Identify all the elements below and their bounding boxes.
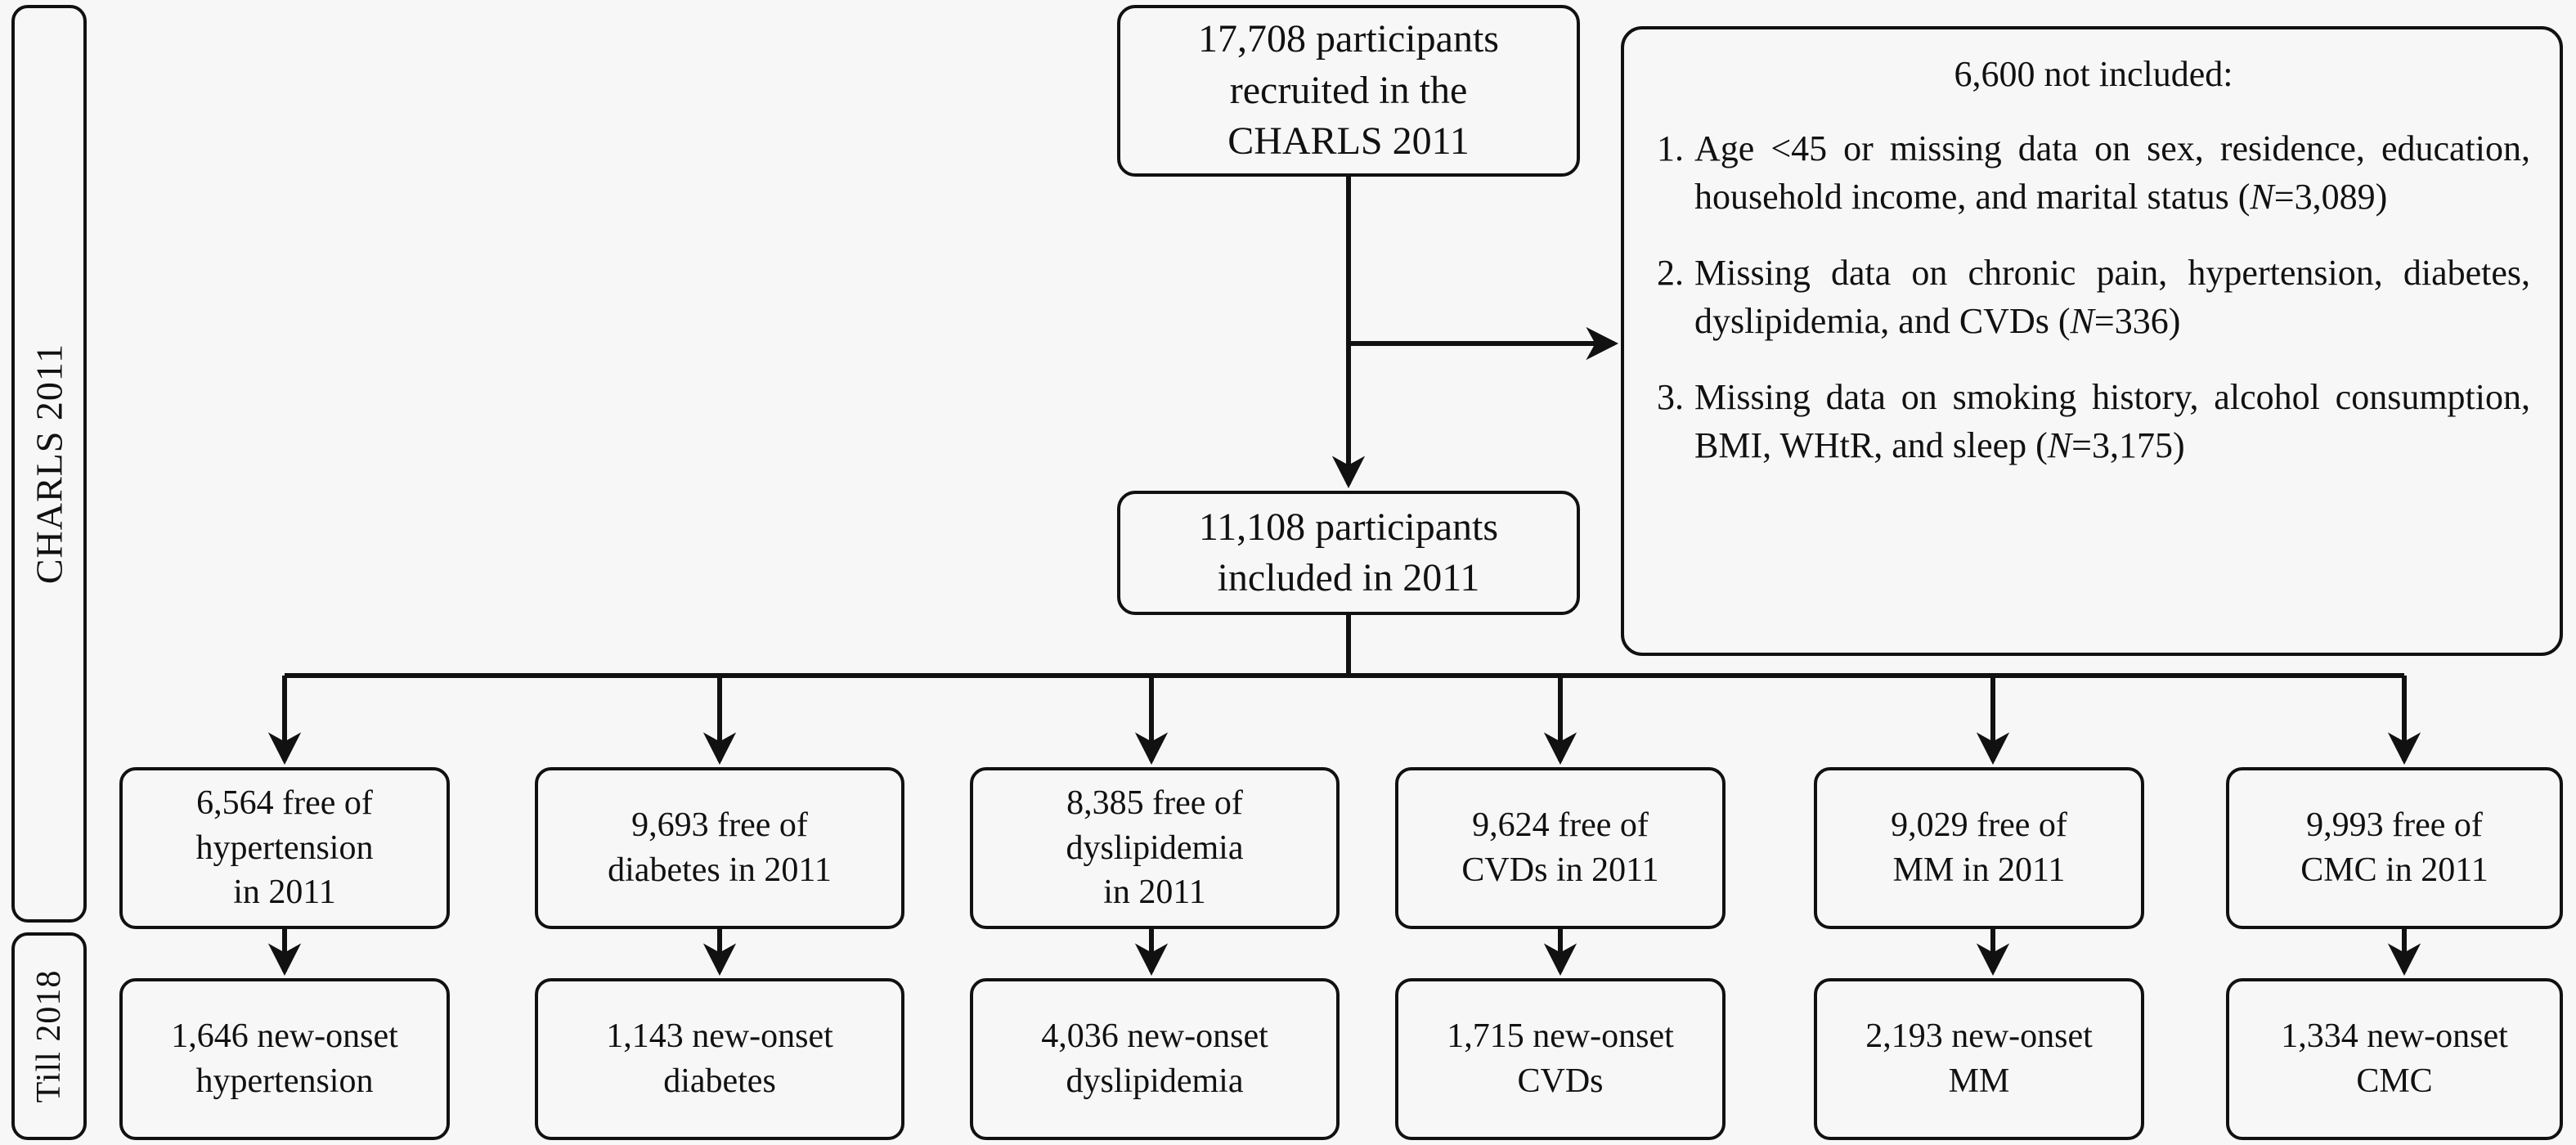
node-outcome-mm: 2,193 new-onset MM: [1814, 978, 2144, 1140]
exclusion-heading: 6,600 not included:: [1954, 54, 2233, 94]
exclusion-item: 3. Missing data on smoking history, alco…: [1657, 374, 2530, 470]
node-outcome-cvds: 1,715 new-onset CVDs: [1395, 978, 1726, 1140]
node-outcome-cmc: 1,334 new-onset CMC: [2226, 978, 2563, 1140]
node-outcome-hypertension-label: 1,646 new-onset hypertension: [171, 1017, 398, 1100]
exclusion-item-text: Missing data on smoking history, alcohol…: [1694, 374, 2530, 470]
node-baseline-hypertension-label: 6,564 free of hypertension in 2011: [195, 784, 374, 912]
node-baseline-dyslipidemia: 8,385 free of dyslipidemia in 2011: [970, 767, 1340, 929]
exclusion-item-n-symbol: N: [2250, 177, 2274, 218]
exclusion-item-text-main: Missing data on chronic pain, hypertensi…: [1694, 253, 2530, 342]
node-outcome-cvds-label: 1,715 new-onset CVDs: [1447, 1017, 1674, 1100]
exclusion-item-text-main: Age <45 or missing data on sex, residenc…: [1694, 128, 2530, 218]
node-baseline-cmc: 9,993 free of CMC in 2011: [2226, 767, 2563, 929]
exclusion-item: 1. Age <45 or missing data on sex, resid…: [1657, 125, 2530, 222]
node-outcome-mm-label: 2,193 new-onset MM: [1865, 1017, 2093, 1100]
node-included-participants: 11,108 participants included in 2011: [1117, 491, 1580, 615]
node-exclusion-criteria: 6,600 not included: 1. Age <45 or missin…: [1621, 26, 2563, 656]
node-baseline-cvds: 9,624 free of CVDs in 2011: [1395, 767, 1726, 929]
node-recruited-participants-label: 17,708 participants recruited in the CHA…: [1198, 17, 1499, 164]
node-outcome-hypertension: 1,646 new-onset hypertension: [119, 978, 450, 1140]
node-outcome-dyslipidemia-label: 4,036 new-onset dyslipidemia: [1041, 1017, 1268, 1100]
exclusion-item-count: =336): [2094, 301, 2181, 342]
node-outcome-diabetes-label: 1,143 new-onset diabetes: [606, 1017, 833, 1100]
node-outcome-diabetes: 1,143 new-onset diabetes: [535, 978, 904, 1140]
node-baseline-mm: 9,029 free of MM in 2011: [1814, 767, 2144, 929]
node-baseline-diabetes-label: 9,693 free of diabetes in 2011: [608, 806, 832, 889]
node-outcome-cmc-label: 1,334 new-onset CMC: [2281, 1017, 2508, 1100]
phase-rail-till-2018: Till 2018: [11, 932, 87, 1140]
exclusion-item-count: =3,175): [2071, 424, 2185, 465]
node-outcome-dyslipidemia: 4,036 new-onset dyslipidemia: [970, 978, 1340, 1140]
exclusion-item-text-main: Missing data on smoking history, alcohol…: [1694, 377, 2530, 465]
phase-rail-till-2018-label: Till 2018: [30, 969, 68, 1103]
exclusion-item-number: 1.: [1657, 128, 1684, 169]
node-included-participants-label: 11,108 participants included in 2011: [1198, 505, 1499, 599]
exclusion-item-n-symbol: N: [2070, 301, 2094, 342]
node-baseline-cvds-label: 9,624 free of CVDs in 2011: [1461, 806, 1659, 889]
node-baseline-mm-label: 9,029 free of MM in 2011: [1891, 806, 2067, 889]
phase-rail-charls-2011: CHARLS 2011: [11, 5, 87, 923]
node-recruited-participants: 17,708 participants recruited in the CHA…: [1117, 5, 1580, 177]
node-baseline-cmc-label: 9,993 free of CMC in 2011: [2300, 806, 2488, 889]
node-baseline-hypertension: 6,564 free of hypertension in 2011: [119, 767, 450, 929]
exclusion-item-text: Age <45 or missing data on sex, residenc…: [1694, 125, 2530, 222]
exclusion-item-text: Missing data on chronic pain, hypertensi…: [1694, 249, 2530, 346]
node-baseline-dyslipidemia-label: 8,385 free of dyslipidemia in 2011: [1066, 784, 1244, 912]
phase-rail-charls-2011-label: CHARLS 2011: [28, 343, 70, 585]
exclusion-item-number: 2.: [1657, 253, 1684, 294]
exclusion-item-number: 3.: [1657, 377, 1684, 417]
exclusion-item: 2. Missing data on chronic pain, hyperte…: [1657, 249, 2530, 346]
exclusion-item-n-symbol: N: [2047, 424, 2072, 465]
node-baseline-diabetes: 9,693 free of diabetes in 2011: [535, 767, 904, 929]
exclusion-item-count: =3,089): [2273, 177, 2388, 218]
